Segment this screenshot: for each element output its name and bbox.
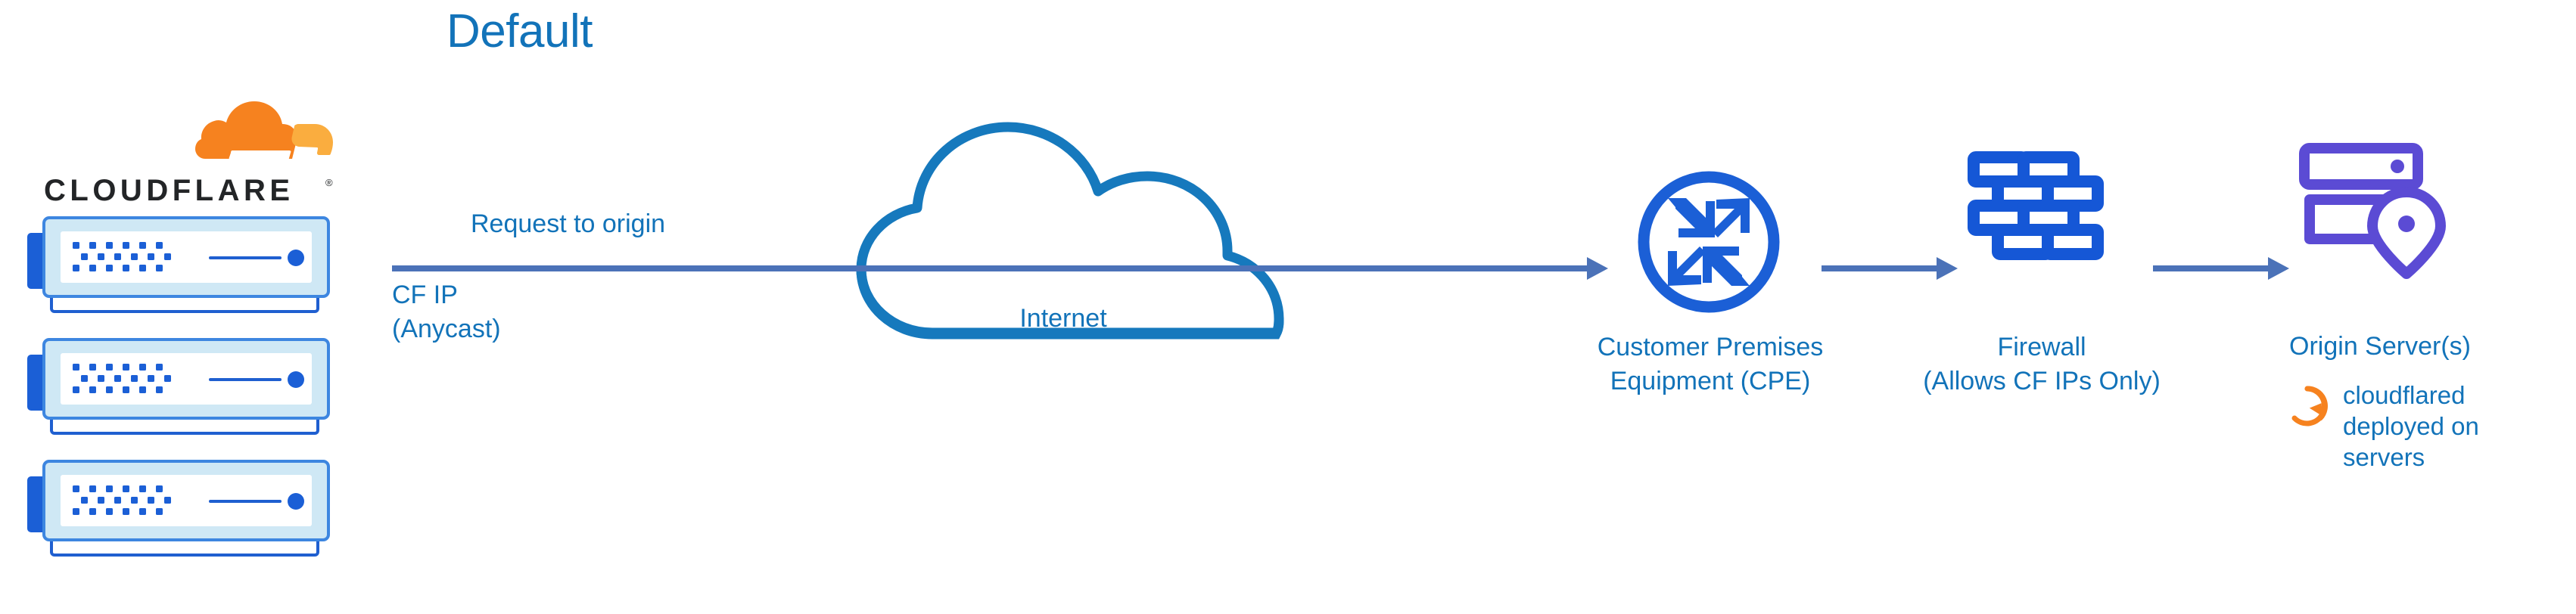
arrow-firewall-to-origin — [2153, 257, 2289, 280]
switch-body — [42, 460, 330, 541]
switch-body — [42, 216, 330, 298]
cf-ip-line-2: (Anycast) — [392, 315, 501, 343]
firewall-label: Firewall (Allows CF IPs Only) — [1868, 330, 2216, 398]
switch-body — [42, 338, 330, 420]
orange-circular-arrow-icon — [2285, 384, 2329, 428]
cpe-label: Customer Premises Equipment (CPE) — [1536, 330, 1884, 398]
cpe-label-line-2: Equipment (CPE) — [1610, 367, 1811, 395]
edge-switch-unit-1 — [23, 213, 341, 313]
cloudflared-note: cloudflared deployed on servers — [2285, 380, 2573, 478]
arrow-shaft — [2153, 265, 2268, 271]
switch-ports-icon — [73, 242, 179, 272]
cloudflared-note-text: cloudflared deployed on servers — [2343, 381, 2479, 471]
arrow-head — [1587, 257, 1608, 280]
cf-ip-line-1: CF IP — [392, 281, 458, 309]
svg-text:CLOUDFLARE: CLOUDFLARE — [44, 174, 294, 207]
arrow-head — [1937, 257, 1958, 280]
cpe-label-line-1: Customer Premises — [1597, 333, 1824, 361]
cloudflare-cloud-logo-icon — [195, 97, 335, 178]
edge-switch-unit-2 — [23, 335, 341, 435]
server-rack-with-location-pin-icon — [2298, 141, 2461, 292]
switch-status-led — [288, 371, 304, 388]
internet-label: Internet — [1019, 304, 1107, 333]
switch-status-line — [209, 378, 282, 381]
switch-status-line — [209, 256, 282, 259]
switch-face — [61, 231, 312, 283]
arrow-edge-to-cpe — [392, 257, 1608, 280]
switch-status-led — [288, 493, 304, 510]
page-title: Default — [446, 5, 593, 57]
switch-face — [61, 475, 312, 526]
router-four-arrows-icon — [1633, 166, 1784, 318]
cf-ip-label: CF IP (Anycast) — [392, 278, 501, 346]
svg-text:®: ® — [325, 177, 333, 188]
arrow-shaft — [1822, 265, 1937, 271]
cloudflare-wordmark: CLOUDFLARE ® — [44, 172, 347, 209]
firewall-label-line-1: Firewall — [1997, 333, 2086, 361]
cloudflare-logo: CLOUDFLARE ® — [36, 97, 339, 218]
switch-face — [61, 353, 312, 405]
switch-status-line — [209, 500, 282, 503]
firewall-label-line-2: (Allows CF IPs Only) — [1923, 367, 2161, 395]
edge-switch-unit-3 — [23, 457, 341, 557]
arrow-cpe-to-firewall — [1822, 257, 1958, 280]
arrow-head — [2268, 257, 2289, 280]
switch-status-led — [288, 250, 304, 266]
switch-ports-icon — [73, 485, 179, 516]
switch-ports-icon — [73, 364, 179, 394]
origin-server-label: Origin Server(s) — [2289, 332, 2471, 361]
brick-wall-icon — [1966, 150, 2120, 296]
request-to-origin-label: Request to origin — [471, 209, 666, 238]
arrow-shaft — [392, 265, 1587, 271]
